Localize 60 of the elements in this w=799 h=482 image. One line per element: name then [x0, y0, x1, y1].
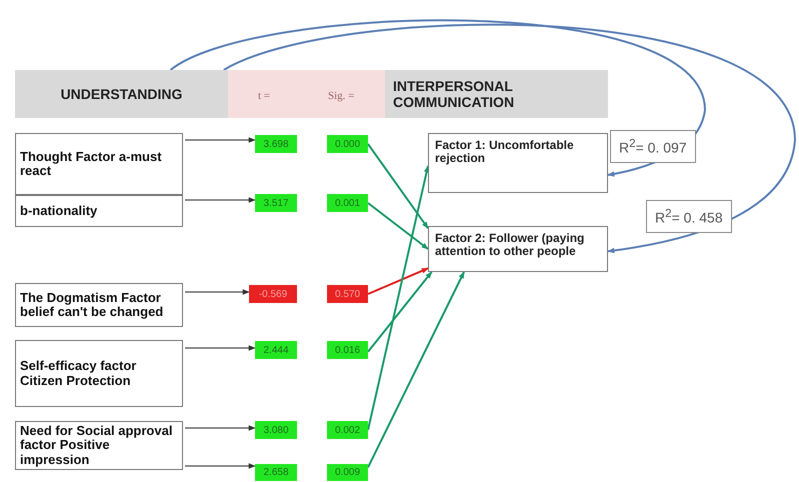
value-text: -0.569 [258, 288, 288, 300]
outcome-box [428, 226, 608, 272]
connector-arrow [367, 143, 429, 229]
value-cell [255, 194, 297, 212]
box-text: b-nationality [20, 204, 98, 218]
box-text: Self-efficacy factor Citizen Protection [20, 359, 138, 388]
value-text: 2.444 [263, 344, 289, 356]
box-text: Factor 2: Follower (paying attention to other people [435, 232, 586, 258]
value-cell [327, 135, 368, 153]
arrow [184, 197, 256, 203]
connector-arrow [368, 267, 429, 295]
arrow [184, 137, 256, 143]
factor-box [15, 421, 183, 470]
value-cell [327, 285, 368, 303]
value-text: 3.698 [263, 138, 289, 150]
value-cell [249, 285, 297, 303]
box-text: UNDERSTANDING [60, 86, 182, 102]
value-text: 2.658 [263, 467, 289, 478]
header-cell [15, 70, 228, 118]
value-cell [327, 464, 368, 481]
value-text: 3.080 [263, 424, 289, 436]
column-heading: Sig. = [328, 90, 354, 102]
connector-arrow [367, 202, 429, 250]
box-text: The Dogmatism Factor belief can't be changed [20, 290, 164, 320]
edge-label: R$^{2}$= 0. 458 [646, 200, 732, 233]
factor-box [15, 340, 183, 407]
value-text: 0.002 [334, 424, 360, 436]
value-text: 0.001 [334, 198, 360, 208]
value-cell [327, 421, 368, 439]
connector-arrow [367, 271, 432, 352]
connector-arrow [367, 271, 465, 468]
curved-arrow [223, 24, 796, 254]
box-text: Thought Factor a-must react [20, 150, 163, 178]
value-cell [327, 194, 368, 212]
value-text: 3.517 [263, 198, 289, 208]
value-cell [255, 135, 297, 153]
factor-box [15, 283, 183, 327]
value-text: 0.000 [334, 138, 360, 150]
value-text: 0.009 [334, 467, 360, 478]
box-text: Need for Social approval factor Positive impression [20, 424, 174, 467]
value-text: 0.570 [334, 288, 360, 300]
edge-label: R$^{2}$= 0. 097 [610, 130, 696, 163]
connector-arrow [367, 165, 430, 430]
arrow [184, 463, 256, 469]
curved-arrow [170, 20, 706, 177]
column-heading: t = [258, 90, 270, 102]
arrow [184, 345, 256, 351]
outcome-box [428, 133, 608, 193]
arrow [184, 289, 250, 295]
factor-box [15, 195, 183, 227]
value-cell [255, 421, 297, 439]
box-text: INTERPERSONAL COMMUNICATION [393, 78, 516, 110]
value-cell [255, 464, 297, 481]
box-text: Factor 1: Uncomfortable rejection [435, 139, 575, 164]
factor-box [15, 133, 183, 195]
header-cell [385, 70, 608, 118]
value-text: 0.016 [334, 344, 360, 356]
value-cell [255, 341, 297, 359]
value-cell [327, 341, 368, 359]
arrow [184, 425, 256, 431]
